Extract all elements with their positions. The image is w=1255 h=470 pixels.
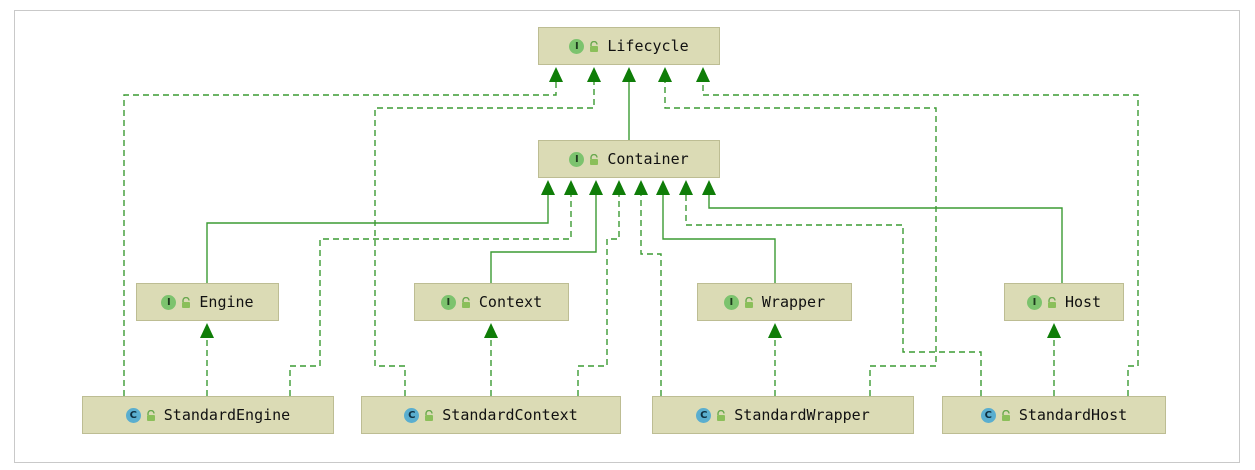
arrowhead-icon <box>200 323 214 338</box>
arrowhead-icon <box>702 180 716 195</box>
arrowhead-icon <box>541 180 555 195</box>
lock-icon <box>425 409 434 421</box>
arrowhead-icon <box>658 67 672 82</box>
lock-icon <box>717 409 726 421</box>
node-standard-wrapper[interactable]: C StandardWrapper <box>652 396 914 434</box>
node-label: StandardHost <box>1018 406 1128 424</box>
interface-icon: I <box>1026 294 1042 310</box>
class-icon: C <box>696 407 712 423</box>
class-icon: C <box>125 407 141 423</box>
arrowhead-icon <box>679 180 693 195</box>
node-label: Wrapper <box>761 293 826 311</box>
edge-standardcontext-lifecycle <box>374 67 601 396</box>
node-engine[interactable]: I Engine <box>136 283 279 321</box>
lock-icon <box>1001 409 1010 421</box>
node-standard-engine[interactable]: C StandardEngine <box>82 396 334 434</box>
node-label: Lifecycle <box>607 37 689 55</box>
interface-icon: I <box>569 38 585 54</box>
arrowhead-icon <box>634 180 648 195</box>
lock-icon <box>182 296 191 308</box>
edge-wrapper-container <box>656 180 776 283</box>
arrowhead-icon <box>612 180 626 195</box>
node-label: Host <box>1064 293 1102 311</box>
node-context[interactable]: I Context <box>414 283 569 321</box>
node-label: Container <box>607 150 689 168</box>
arrowhead-icon <box>656 180 670 195</box>
edge-host-container <box>702 180 1063 283</box>
edge-standardwrapper-wrapper <box>768 323 782 396</box>
node-label: Context <box>478 293 543 311</box>
interface-icon: I <box>569 151 585 167</box>
lock-icon <box>146 409 155 421</box>
interface-icon: I <box>161 294 177 310</box>
arrowhead-icon <box>589 180 603 195</box>
arrowhead-icon <box>484 323 498 338</box>
edge-container-lifecycle <box>622 67 636 140</box>
arrowhead-icon <box>622 67 636 82</box>
node-label: StandardWrapper <box>734 406 870 424</box>
arrowhead-icon <box>1047 323 1061 338</box>
node-label: Engine <box>199 293 254 311</box>
node-host[interactable]: I Host <box>1004 283 1124 321</box>
edge-context-container <box>490 180 603 283</box>
lock-icon <box>1047 296 1056 308</box>
node-standard-host[interactable]: C StandardHost <box>942 396 1166 434</box>
node-label: StandardContext <box>442 406 578 424</box>
arrowhead-icon <box>564 180 578 195</box>
class-icon: C <box>980 407 996 423</box>
arrowhead-icon <box>549 67 563 82</box>
edge-standardengine-lifecycle <box>123 67 563 396</box>
arrowhead-icon <box>696 67 710 82</box>
edge-standardwrapper-lifecycle <box>658 67 937 396</box>
edge-standardhost-container <box>679 180 982 396</box>
edge-standardengine-container <box>289 180 578 396</box>
node-label: StandardEngine <box>163 406 291 424</box>
arrowhead-icon <box>768 323 782 338</box>
edge-standardcontext-container <box>577 180 626 396</box>
lock-icon <box>590 40 599 52</box>
interface-icon: I <box>723 294 739 310</box>
interface-icon: I <box>440 294 456 310</box>
lock-icon <box>590 153 599 165</box>
node-standard-context[interactable]: C StandardContext <box>361 396 621 434</box>
edge-standardwrapper-container <box>634 180 662 396</box>
edge-standardcontext-context <box>484 323 498 396</box>
edge-engine-container <box>206 180 555 283</box>
edge-standardengine-engine <box>200 323 214 396</box>
lock-icon <box>461 296 470 308</box>
edge-standardhost-host <box>1047 323 1061 396</box>
arrowhead-icon <box>587 67 601 82</box>
node-wrapper[interactable]: I Wrapper <box>697 283 852 321</box>
lock-icon <box>744 296 753 308</box>
class-icon: C <box>404 407 420 423</box>
edge-standardhost-lifecycle <box>696 67 1139 396</box>
node-container[interactable]: I Container <box>538 140 720 178</box>
diagram-frame <box>14 10 1240 463</box>
node-lifecycle[interactable]: I Lifecycle <box>538 27 720 65</box>
